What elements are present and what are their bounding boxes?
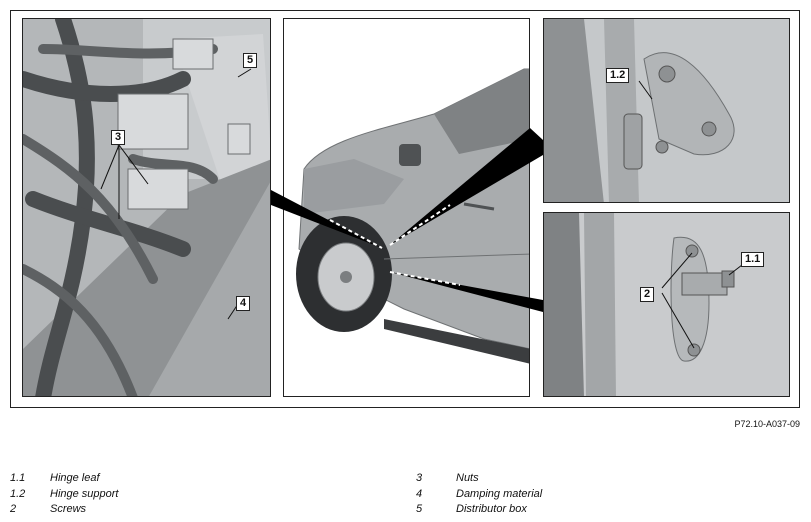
callout-damping-material: 4 [236, 296, 251, 311]
legend-code: 4 [416, 487, 423, 500]
panel-wiring-detail [22, 18, 271, 397]
legend-text: Nuts [456, 472, 479, 484]
panel-vehicle-overview [283, 18, 530, 397]
legend-code: 3 [416, 472, 423, 484]
legend-code: 2 [10, 503, 17, 515]
figure-reference: P72.10-A037-09 [734, 419, 800, 429]
panel-hinge-leaf [543, 212, 790, 397]
hinge-leaf-illustration [544, 213, 789, 396]
legend-item: 4 Damping material [416, 487, 656, 503]
wedge-top-right [390, 128, 543, 245]
callout-hinge-support: 1.2 [606, 68, 630, 83]
legend-text: Screws [50, 503, 87, 515]
legend-item: 3 Nuts [416, 471, 656, 487]
legend-text: Damping material [456, 487, 543, 500]
legend-item: 1.1 Hinge leaf [10, 471, 250, 487]
callout-nuts: 3 [111, 130, 126, 145]
wedge-left [271, 190, 382, 248]
vehicle-illustration [296, 68, 529, 364]
legend-text: Distributor box [456, 503, 527, 515]
callout-screws: 2 [640, 287, 655, 302]
legend-code: 1.2 [10, 487, 26, 500]
hinge-support-illustration [544, 19, 789, 202]
legend-item: 1.2 Hinge support [10, 487, 250, 503]
legend-item: 2 Screws [10, 502, 250, 518]
legend-text: Hinge support [50, 487, 119, 500]
panel-hinge-support [543, 18, 790, 203]
wiring-illustration [23, 19, 270, 396]
legend-right: 3 Nuts 4 Damping material 5 Distributor … [416, 471, 656, 518]
legend-item: 5 Distributor box [416, 502, 656, 518]
wedge-bottom-right [390, 272, 543, 312]
legend-left: 1.1 Hinge leaf 1.2 Hinge support 2 Screw… [10, 471, 250, 518]
legend-code: 5 [416, 503, 423, 515]
legend-code: 1.1 [10, 472, 26, 484]
callout-distributor-box: 5 [243, 53, 258, 68]
legend-text: Hinge leaf [50, 472, 100, 484]
callout-hinge-leaf: 1.1 [741, 252, 765, 267]
